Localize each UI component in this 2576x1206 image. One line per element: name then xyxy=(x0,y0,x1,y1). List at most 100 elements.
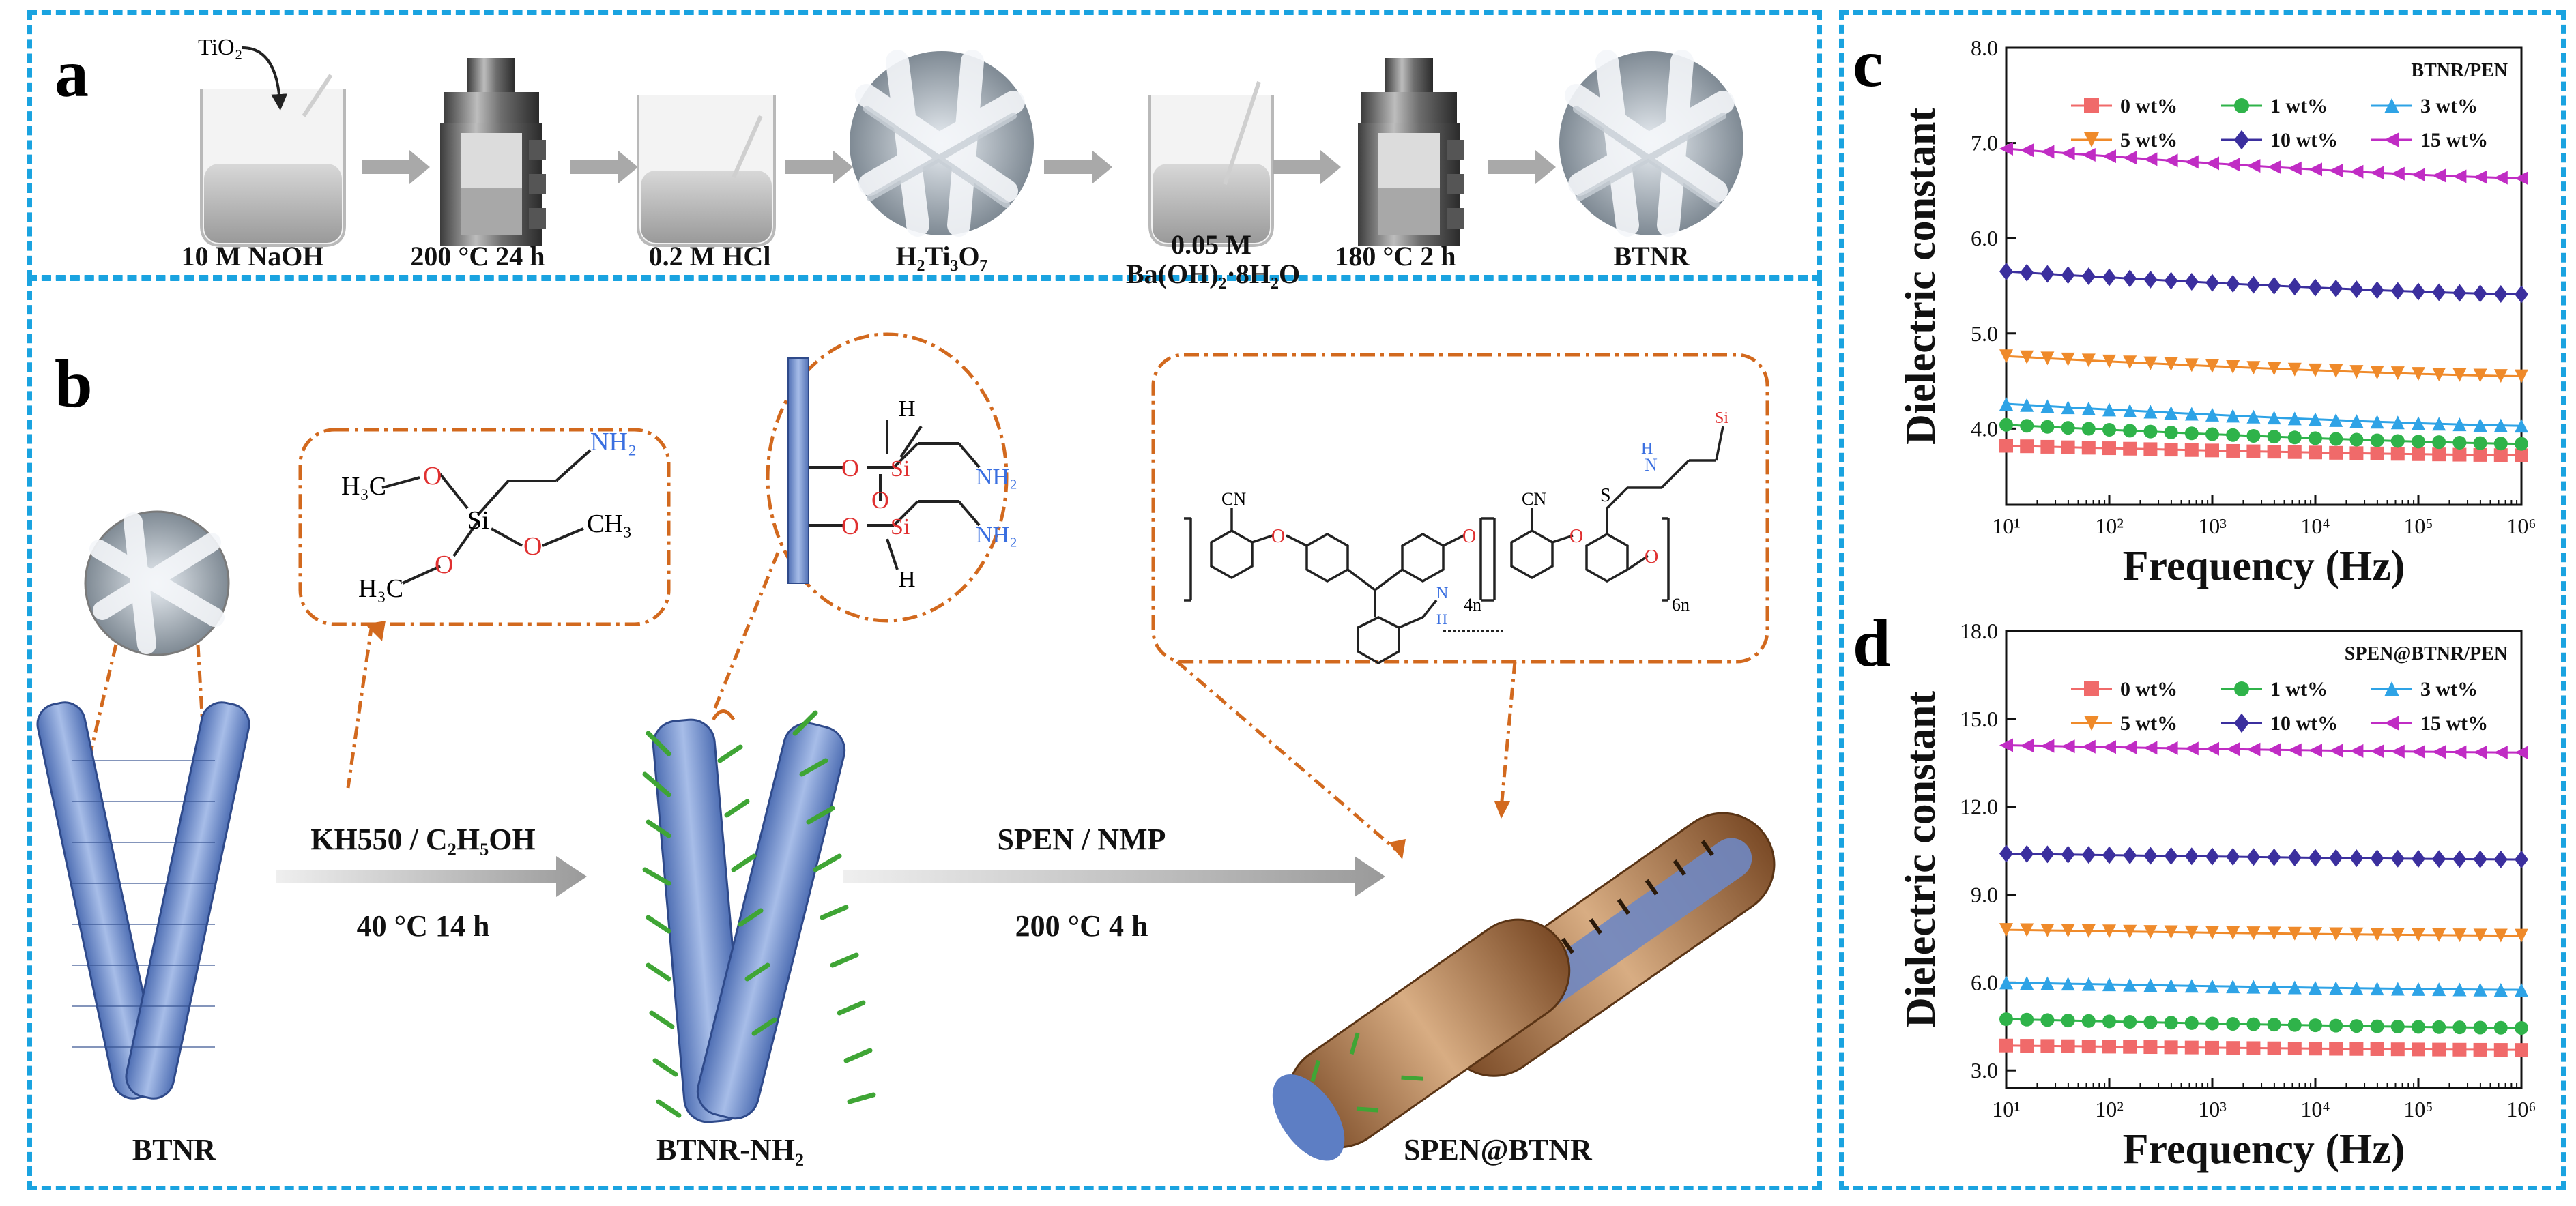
polymer-n-1: N xyxy=(1645,455,1658,475)
data-point xyxy=(2061,977,2075,991)
data-point xyxy=(2184,847,2199,866)
x-tick-label: 10³ xyxy=(2198,514,2227,538)
data-point xyxy=(2081,977,2096,991)
data-point xyxy=(2452,435,2467,450)
data-point xyxy=(2143,442,2158,456)
data-point xyxy=(2349,1019,2364,1033)
data-point xyxy=(2081,739,2096,754)
legend-label: 1 wt% xyxy=(2270,678,2328,701)
data-point xyxy=(2390,366,2405,381)
series-3wt xyxy=(1999,975,2528,997)
silane-o-left: O xyxy=(435,550,453,579)
data-point xyxy=(2267,362,2281,376)
data-point xyxy=(2287,980,2302,995)
data-point xyxy=(2184,979,2199,993)
data-point xyxy=(2390,928,2405,942)
step-label-hcl: 0.2 M HCl xyxy=(648,241,771,271)
legend-item: 10 wt% xyxy=(2221,712,2338,735)
chart-title: SPEN@BTNR/PEN xyxy=(2345,643,2508,664)
data-point xyxy=(2267,1018,2281,1032)
data-point xyxy=(2412,447,2425,461)
data-point xyxy=(2349,744,2364,758)
data-point xyxy=(2246,1041,2261,1055)
data-point xyxy=(2370,366,2384,380)
data-point xyxy=(2473,850,2487,868)
data-point xyxy=(2164,153,2178,168)
data-point xyxy=(2349,414,2364,428)
legend-marker xyxy=(2384,132,2399,147)
step-label-btnr: BTNR xyxy=(1613,241,1690,271)
data-point xyxy=(2309,445,2322,460)
data-point xyxy=(2164,847,2178,865)
data-point xyxy=(2493,448,2508,462)
data-point xyxy=(1999,844,2013,863)
data-point xyxy=(2143,424,2158,439)
data-point xyxy=(2329,279,2343,297)
y-tick-label: 8.0 xyxy=(1971,35,1998,60)
data-point xyxy=(2309,431,2322,445)
data-point xyxy=(2267,430,2281,444)
legend-item: 15 wt% xyxy=(2371,129,2488,151)
data-point xyxy=(2184,273,2199,291)
data-point xyxy=(2020,439,2034,454)
data-point xyxy=(2515,419,2528,433)
data-point xyxy=(2040,145,2055,159)
data-point xyxy=(2515,369,2528,383)
polymer-o-4: O xyxy=(1645,546,1658,568)
data-point xyxy=(2164,1040,2178,1055)
data-point xyxy=(2412,367,2425,381)
data-point xyxy=(2390,282,2405,300)
data-point xyxy=(2123,355,2137,370)
data-point xyxy=(2226,980,2240,994)
data-point xyxy=(2329,1018,2343,1033)
data-point xyxy=(2309,412,2322,426)
process-arrow-5 xyxy=(1273,150,1341,184)
data-point xyxy=(2412,849,2425,868)
silane-bubble xyxy=(298,428,671,626)
data-point xyxy=(2164,405,2178,420)
data-point xyxy=(2390,1042,2405,1057)
data-point xyxy=(2164,741,2178,755)
legend-marker xyxy=(2234,130,2249,150)
data-point xyxy=(2143,978,2158,992)
data-point xyxy=(2226,926,2240,940)
silane-h3c-top: H₃C xyxy=(341,472,386,501)
data-point xyxy=(2329,744,2343,758)
arrow2-bottom-label: 200 °C 4 h xyxy=(1015,909,1148,943)
data-point xyxy=(2061,400,2075,415)
data-point xyxy=(2412,416,2425,430)
data-point xyxy=(2061,146,2075,160)
data-point xyxy=(2123,269,2137,288)
data-point xyxy=(2061,421,2075,435)
data-point xyxy=(2309,162,2322,177)
btnr-nh2-rods xyxy=(642,710,876,1123)
data-point xyxy=(2123,151,2137,165)
data-point xyxy=(2267,445,2281,459)
data-point xyxy=(2515,448,2528,462)
data-point xyxy=(2081,846,2096,864)
y-axis-label: Dielectric constant xyxy=(1898,691,1944,1028)
data-point xyxy=(2184,358,2199,372)
data-point xyxy=(2432,850,2446,868)
data-point xyxy=(2412,1020,2425,1034)
x-tick-label: 10² xyxy=(2095,1097,2124,1121)
data-point xyxy=(2349,446,2364,460)
legend-marker xyxy=(2384,681,2399,696)
legend-label: 10 wt% xyxy=(2270,712,2338,735)
silane-o-right: O xyxy=(523,532,542,561)
data-point xyxy=(2061,352,2075,366)
data-point xyxy=(1999,1012,2013,1027)
series-5wt xyxy=(1999,349,2528,383)
data-point xyxy=(2473,745,2487,759)
data-point xyxy=(2123,847,2137,865)
data-point xyxy=(1999,923,2013,937)
x-axis-label: Frequency (Hz) xyxy=(2123,1126,2405,1173)
data-point xyxy=(2412,744,2425,759)
surface-nh2-1: NH₂ xyxy=(976,465,1017,490)
data-point xyxy=(2267,1041,2281,1055)
data-point xyxy=(2473,928,2487,943)
data-point xyxy=(2205,359,2219,373)
big-arrow-2 xyxy=(843,856,1385,897)
series-line xyxy=(2006,928,2522,937)
data-point xyxy=(2329,981,2343,995)
